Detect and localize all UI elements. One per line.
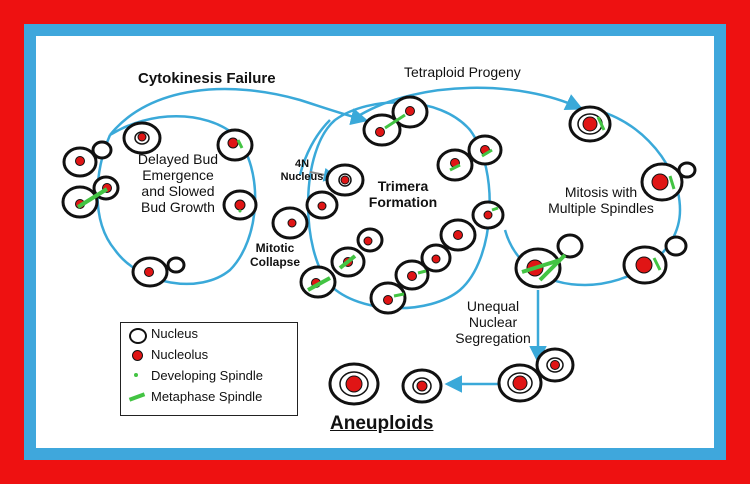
tetraploid-progeny-arrow xyxy=(359,86,584,117)
mitosis-line-1: Mitosis with xyxy=(564,184,638,200)
unequal-line-1: Unequal xyxy=(466,298,520,314)
aneuploids-label: Aneuploids xyxy=(330,413,434,434)
inner-middle-arc xyxy=(298,119,331,176)
delayed-bud-line-3: and Slowed xyxy=(141,183,215,200)
metaphase-spindle-icon xyxy=(128,392,146,402)
trimera-line-2: Formation xyxy=(368,194,438,211)
four-n-line-2: Nucleus xyxy=(280,170,324,183)
aneuploid-cell-large xyxy=(328,362,380,406)
four-n-nucleus-label: 4N Nucleus xyxy=(272,158,332,183)
nucleus-icon xyxy=(129,328,147,344)
cell-left-spindle xyxy=(61,175,120,219)
unequal-line-3: Segregation xyxy=(455,330,531,347)
cell-left-bottom xyxy=(131,256,186,288)
cell-mid-top-pair xyxy=(362,95,429,147)
middle-cycle-path xyxy=(306,101,491,310)
legend-nucleolus-label: Nucleolus xyxy=(151,347,209,362)
delayed-bud-label: Delayed Bud Emergence and Slowed Bud Gro… xyxy=(118,151,238,215)
cell-mid-right-pair xyxy=(436,134,503,182)
delayed-bud-line-2: Emergence xyxy=(142,167,214,184)
delayed-bud-line-4: Bud Growth xyxy=(141,199,215,216)
delayed-bud-line-1: Delayed Bud xyxy=(137,151,219,167)
cell-left-bud-a xyxy=(62,140,113,178)
trimera-line-1: Trimera xyxy=(377,178,429,194)
tetraploid-progeny-label: Tetraploid Progeny xyxy=(404,64,521,80)
cell-right-mid xyxy=(640,161,697,202)
cell-segregation-pair xyxy=(497,347,575,403)
four-n-line-1: 4N xyxy=(294,158,310,170)
cell-mid-collapse xyxy=(299,227,384,299)
cell-left-top xyxy=(122,121,162,155)
legend-box: Nucleus Nucleolus Developing Spindle Met… xyxy=(120,322,298,416)
nucleolus-icon xyxy=(132,350,143,361)
mitotic-collapse-label: Mitotic Collapse xyxy=(244,241,306,270)
unequal-line-2: Nuclear xyxy=(468,314,518,331)
cytokinesis-failure-arrow xyxy=(109,87,369,136)
cell-right-bottom xyxy=(622,235,688,285)
developing-spindle-icon xyxy=(134,373,138,377)
cell-mid-4n-trimera xyxy=(271,163,365,240)
mitosis-line-2: Multiple Spindles xyxy=(548,200,654,217)
unequal-segregation-label: Unequal Nuclear Segregation xyxy=(448,298,538,346)
left-cycle-path xyxy=(96,115,257,285)
legend-developing-spindle-label: Developing Spindle xyxy=(151,368,264,383)
legend-metaphase-spindle-label: Metaphase Spindle xyxy=(151,389,263,404)
cell-left-right-mid xyxy=(222,189,258,221)
cell-right-top xyxy=(568,105,612,143)
aneuploid-cell-small xyxy=(401,368,443,404)
cell-left-right-top xyxy=(216,128,254,162)
cells xyxy=(61,95,697,406)
cell-right-multispindle xyxy=(514,233,584,289)
mitotic-collapse-line-1: Mitotic xyxy=(255,241,295,255)
mitotic-collapse-line-2: Collapse xyxy=(249,254,300,269)
cell-mid-bottom-trimera xyxy=(369,243,452,315)
cytokinesis-failure-label: Cytokinesis Failure xyxy=(138,70,276,87)
trimera-formation-label: Trimera Formation xyxy=(358,178,448,210)
legend-nucleus-label: Nucleus xyxy=(151,326,198,341)
mitosis-multiple-spindles-label: Mitosis with Multiple Spindles xyxy=(536,184,666,216)
cell-mid-right-trimera xyxy=(439,200,505,252)
